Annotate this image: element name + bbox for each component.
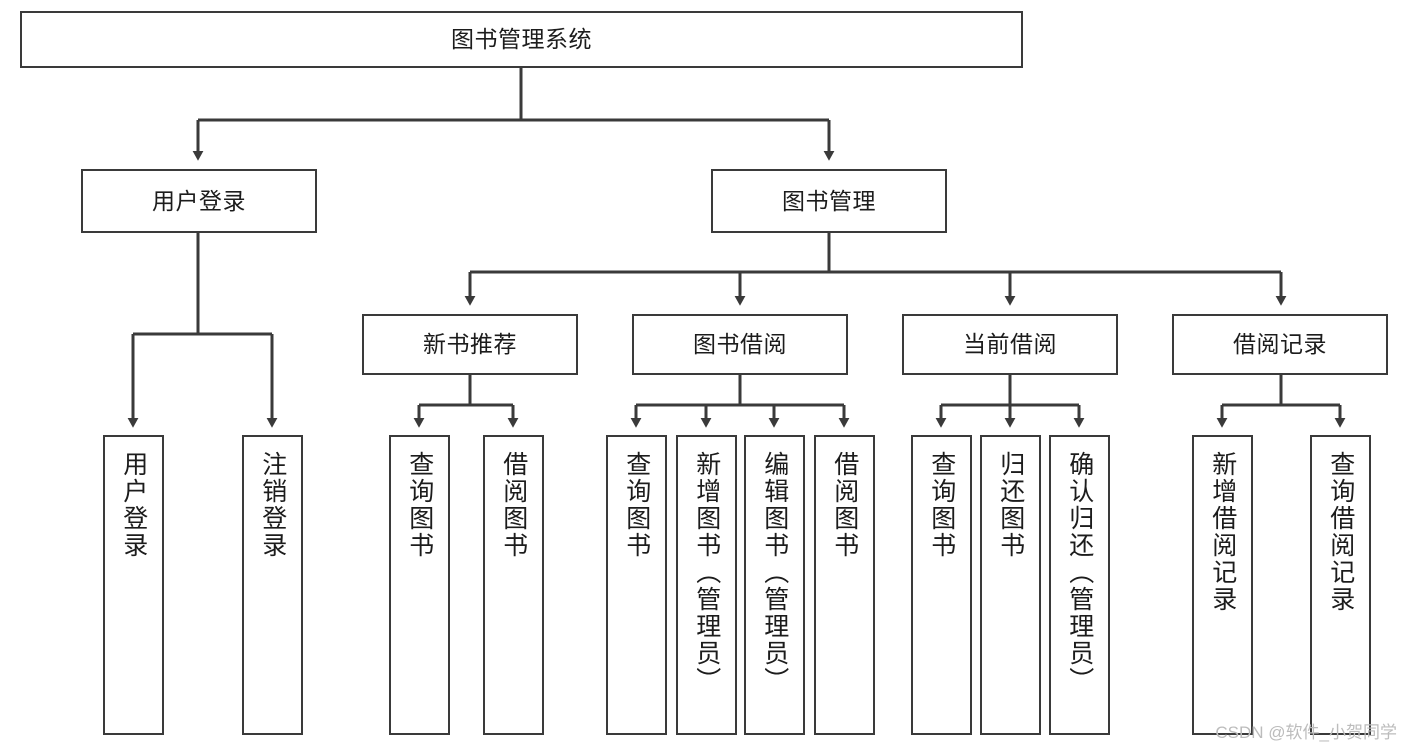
node-label: 图书管理系统 <box>451 26 592 53</box>
node-label: 确认归还（管理员） <box>1065 451 1094 694</box>
leaf-confirm-return[interactable]: 确认归还（管理员） <box>1049 435 1110 735</box>
node-current-borrow[interactable]: 当前借阅 <box>902 314 1118 375</box>
node-label: 查询图书 <box>405 451 434 559</box>
node-label: 图书管理 <box>782 187 876 214</box>
node-label: 注销登录 <box>258 451 287 559</box>
node-root-system[interactable]: 图书管理系统 <box>20 11 1023 68</box>
leaf-edit-book[interactable]: 编辑图书（管理员） <box>744 435 805 735</box>
leaf-user-login[interactable]: 用户登录 <box>103 435 164 735</box>
node-label: 借阅图书 <box>830 451 859 559</box>
node-label: 借阅记录 <box>1233 331 1327 358</box>
node-label: 借阅图书 <box>499 451 528 559</box>
node-new-book-recommend[interactable]: 新书推荐 <box>362 314 578 375</box>
leaf-query-book-3[interactable]: 查询图书 <box>911 435 972 735</box>
node-label: 查询图书 <box>927 451 956 559</box>
leaf-return-book[interactable]: 归还图书 <box>980 435 1041 735</box>
node-book-borrow[interactable]: 图书借阅 <box>632 314 848 375</box>
leaf-query-record[interactable]: 查询借阅记录 <box>1310 435 1371 735</box>
node-label: 当前借阅 <box>963 331 1057 358</box>
leaf-add-book[interactable]: 新增图书（管理员） <box>676 435 737 735</box>
leaf-query-book-1[interactable]: 查询图书 <box>389 435 450 735</box>
node-label: 用户登录 <box>119 451 148 559</box>
node-label: 编辑图书（管理员） <box>760 451 789 694</box>
node-label: 用户登录 <box>152 187 246 214</box>
leaf-borrow-book-2[interactable]: 借阅图书 <box>814 435 875 735</box>
leaf-add-record[interactable]: 新增借阅记录 <box>1192 435 1253 735</box>
node-label: 新增借阅记录 <box>1208 451 1237 613</box>
node-label: 新增图书（管理员） <box>692 451 721 694</box>
node-user-login[interactable]: 用户登录 <box>81 169 317 233</box>
leaf-query-book-2[interactable]: 查询图书 <box>606 435 667 735</box>
node-label: 新书推荐 <box>423 331 517 358</box>
leaf-borrow-book-1[interactable]: 借阅图书 <box>483 435 544 735</box>
node-book-manage[interactable]: 图书管理 <box>711 169 947 233</box>
watermark-text: CSDN @软件_小贺同学 <box>1215 723 1397 742</box>
leaf-logout-login[interactable]: 注销登录 <box>242 435 303 735</box>
node-borrow-record[interactable]: 借阅记录 <box>1172 314 1388 375</box>
node-label: 归还图书 <box>996 451 1025 559</box>
node-label: 查询图书 <box>622 451 651 559</box>
node-label: 图书借阅 <box>693 331 787 358</box>
node-label: 查询借阅记录 <box>1326 451 1355 613</box>
